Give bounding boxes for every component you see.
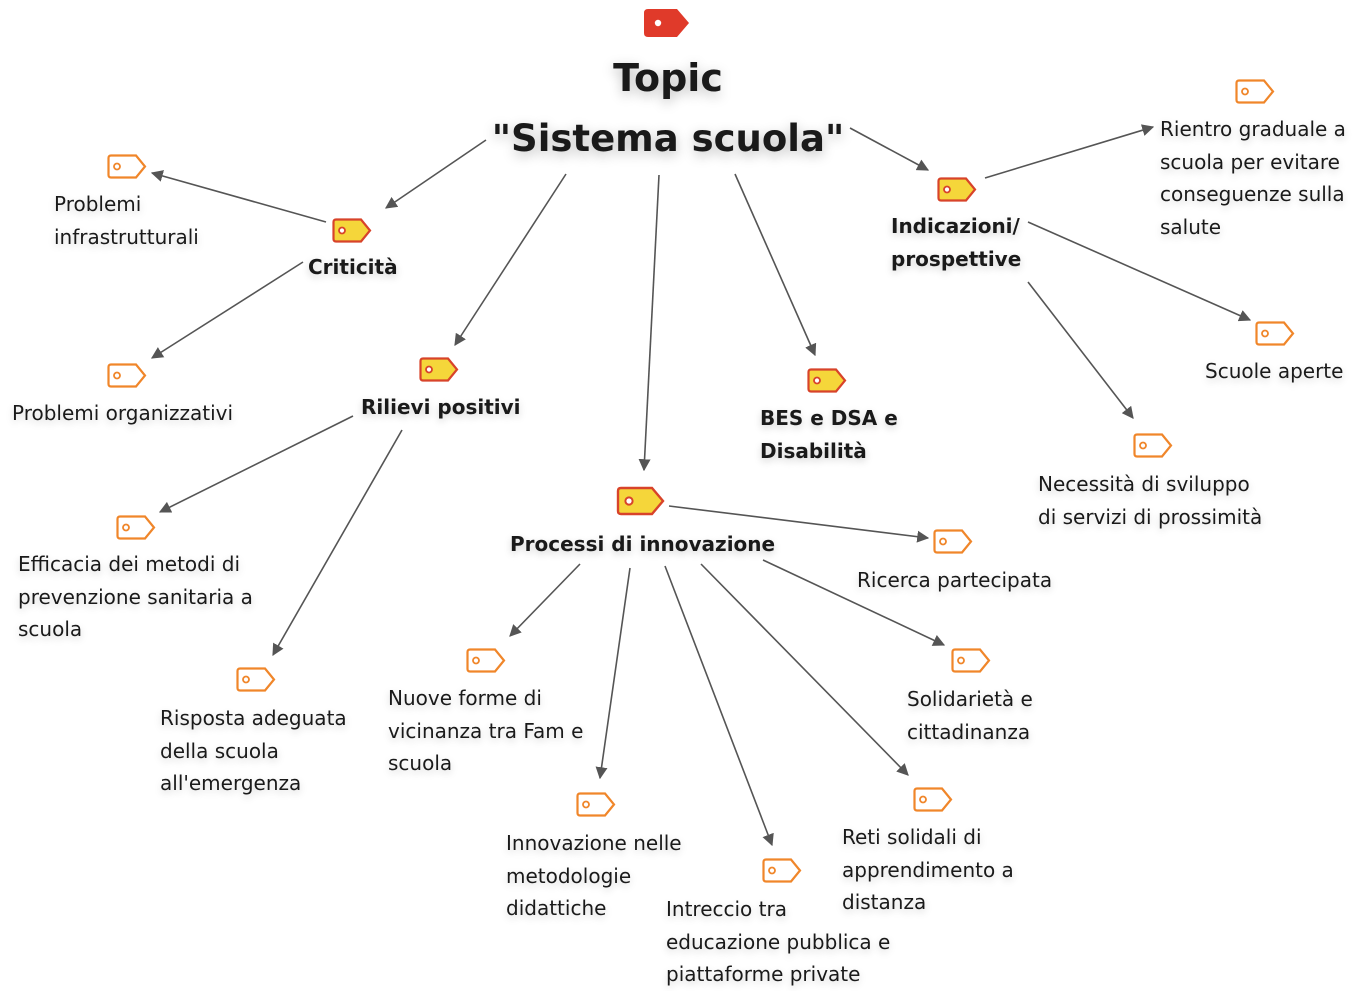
branch-tag-icon [807, 368, 847, 393]
leaf-rientro-graduale: Rientro graduale a scuola per evitare co… [1160, 117, 1346, 239]
leaf-tag-icon [236, 667, 276, 692]
connector-arrow [1027, 281, 1134, 419]
leaf-tag-icon [107, 154, 147, 179]
connector-arrow [385, 139, 487, 209]
connector-arrow [1027, 221, 1252, 322]
leaf-tag-icon [466, 648, 506, 673]
leaf-servizi-prossimita: Necessità di sviluppo di servizi di pros… [1038, 472, 1263, 529]
leaf-tag-icon [762, 858, 802, 883]
leaf-problemi-infrastrutturali: Problemi infrastrutturali [54, 192, 199, 249]
leaf-tag-icon [107, 363, 147, 388]
branch-tag-icon [937, 177, 977, 202]
connector-arrow [150, 170, 327, 223]
connector-arrow [664, 565, 774, 847]
leaf-reti-solidali: Reti solidali di apprendimento a distanz… [842, 825, 1014, 914]
branch-indicazioni-prospettive: Indicazioni/ prospettive [891, 214, 1022, 271]
connector-arrow [984, 124, 1155, 179]
leaf-risposta-adeguata: Risposta adeguata della scuola all'emerg… [160, 706, 347, 795]
leaf-tag-icon [913, 787, 953, 812]
connector-arrow [638, 174, 660, 472]
branch-tag-icon [616, 486, 665, 516]
root-subtitle: "Sistema scuola" [491, 117, 845, 160]
connector-arrow [762, 559, 946, 646]
leaf-tag-icon [951, 648, 991, 673]
connector-arrow [272, 429, 403, 657]
branch-bes-dsa-disabilita: BES e DSA e Disabilità [760, 406, 898, 463]
connector-arrow [700, 563, 909, 776]
connector-arrow [595, 567, 631, 780]
leaf-tag-icon [576, 792, 616, 817]
branch-rilievi-positivi: Rilievi positivi [361, 395, 521, 419]
connector-arrow [734, 173, 817, 357]
leaf-tag-icon [1255, 321, 1295, 346]
leaf-solidarieta-cittadinanza: Solidarietà e cittadinanza [907, 687, 1033, 744]
leaf-intreccio-educazione: Intreccio tra educazione pubblica e piat… [666, 897, 891, 986]
branch-tag-icon [419, 357, 459, 382]
connector-arrow [150, 261, 304, 359]
connector-arrow [158, 415, 354, 513]
leaf-scuole-aperte: Scuole aperte [1205, 359, 1344, 383]
connector-arrow [668, 505, 930, 543]
root-title: Topic [613, 56, 723, 100]
connector-arrow [454, 173, 567, 347]
leaf-nuove-forme-vicinanza: Nuove forme di vicinanza tra Fam e scuol… [388, 686, 584, 775]
root-tag-icon [644, 9, 689, 37]
leaf-ricerca-partecipata: Ricerca partecipata [857, 568, 1053, 592]
leaf-efficacia-metodi: Efficacia dei metodi di prevenzione sani… [18, 552, 253, 641]
branch-tag-icon [332, 218, 372, 243]
leaf-tag-icon [1133, 433, 1173, 458]
branch-criticita: Criticità [308, 255, 398, 279]
leaf-problemi-organizzativi: Problemi organizzativi [12, 401, 234, 425]
leaf-tag-icon [933, 529, 973, 554]
connector-arrow [849, 127, 930, 171]
branch-processi-di-innovazione: Processi di innovazione [510, 532, 776, 556]
connector-arrow [509, 563, 581, 637]
leaf-tag-icon [116, 515, 156, 540]
leaf-tag-icon [1235, 79, 1275, 104]
leaf-innovazione-metodologie: Innovazione nelle metodologie didattiche [506, 831, 682, 920]
